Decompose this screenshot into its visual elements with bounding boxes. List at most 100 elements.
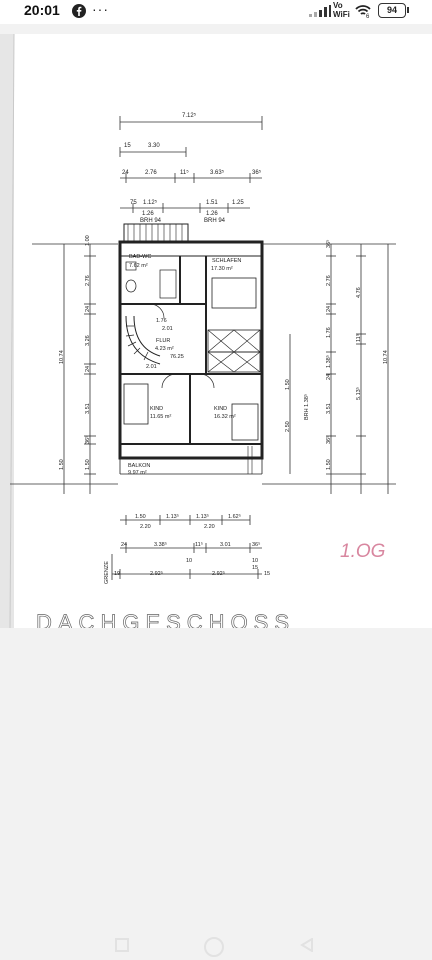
right-dim-8: 36⁵: [325, 436, 332, 444]
dim-bot-r3-e: 36⁵: [252, 541, 260, 548]
room-area-schlafen: 17.30 m²: [211, 266, 233, 272]
dim-bot-r3-c: 11⁵: [195, 541, 203, 548]
room-name-bad: BAD-WC: [129, 254, 151, 260]
vowifi-line1: Vo: [333, 1, 343, 10]
inner-dim-4: 76.25: [170, 354, 184, 360]
dim-top-r4-b: 1.26: [206, 211, 218, 217]
dim-top-r1-a: 15: [124, 143, 131, 149]
dim-bot-r3-d: 3.01: [220, 542, 231, 548]
vowifi-indicator: Vo WiFi: [333, 1, 350, 19]
left-dim-3: 24: [85, 306, 91, 312]
room-area-flur: 4.23 m²: [155, 346, 174, 352]
dim-bot-r2-a: 2.20: [140, 524, 151, 530]
left-dim-9: 1.50: [59, 459, 65, 470]
left-dim-2: 2.76: [85, 275, 91, 286]
dim-top-r3-c: 1.51: [206, 200, 218, 206]
right-dim-12: 5.13⁵: [355, 387, 362, 400]
status-bar: 20:01 ··· Vo WiFi 6 94: [0, 0, 432, 24]
dim-top-r3-d: 1.25: [232, 200, 244, 206]
bottom-dimension-lines: [111, 515, 262, 580]
dim-bot-r4-d: 15: [264, 571, 270, 577]
vowifi-line2: WiFi: [333, 10, 350, 19]
left-dim-5: 24: [85, 366, 91, 372]
dim-bot-r4-a: 10: [186, 558, 192, 564]
right-dim-2: 2.76: [326, 275, 332, 286]
brh-label-1: BRH 94: [140, 218, 162, 224]
home-icon[interactable]: [203, 936, 225, 958]
left-dim-8: 1.50: [85, 459, 91, 470]
right-dim-1: 36⁵: [325, 240, 332, 248]
right-dim-4: 1.76: [326, 327, 332, 338]
room-name-flur: FLUR: [156, 338, 170, 344]
room-name-balkon: BALKON: [128, 463, 150, 469]
brh-label-3: BRH 1.38⁵: [303, 394, 310, 420]
right-dim-9: 1.50: [326, 459, 332, 470]
room-name-kind-2: KIND: [214, 406, 227, 412]
left-dim-overall: 10.74: [59, 350, 65, 364]
dim-bot-r1-c: 1.13⁵: [196, 513, 209, 520]
dim-overall-width: 7.12⁵: [182, 112, 197, 119]
back-icon[interactable]: [300, 938, 314, 952]
dim-bot-r3-a: 24: [121, 542, 127, 548]
more-notifications-icon: ···: [92, 1, 109, 17]
wifi-sub: 6: [366, 14, 370, 18]
dim-top-r4-a: 1.26: [142, 211, 154, 217]
inner-dim-5: 1.50: [285, 379, 291, 390]
dim-bot-r1-b: 1.13⁵: [166, 513, 179, 520]
room-area-bad: 7.62 m²: [129, 263, 148, 269]
dim-bot-r1-d: 1.62⁵: [228, 513, 241, 520]
dim-top-r2-c: 11⁵: [180, 169, 189, 176]
plan-title-cutoff: DACHGESCHOSS: [36, 610, 295, 628]
right-dim-5: 1.38⁵: [325, 355, 332, 368]
floorplan-drawing: 7.12⁵ 15 3.30 24 2.76 11⁵ 3.63⁵ 36⁵ 75 1…: [0, 34, 396, 628]
navigation-bar: [0, 930, 432, 960]
floorplan-document[interactable]: 7.12⁵ 15 3.30 24 2.76 11⁵ 3.63⁵ 36⁵ 75 1…: [0, 34, 432, 628]
right-dim-6: 24: [326, 374, 332, 380]
dim-top-r3-a: 75: [130, 200, 137, 206]
right-dim-overall: 10.74: [383, 350, 389, 364]
clock: 20:01: [24, 2, 60, 18]
facebook-icon: [72, 4, 86, 18]
recent-apps-icon[interactable]: [115, 938, 129, 952]
inner-dim-1: 1.76: [156, 318, 167, 324]
right-dim-11: 11⁵: [355, 334, 362, 342]
wifi-icon: 6: [355, 5, 371, 18]
left-dim-1: 1.00: [85, 235, 91, 246]
building-walls: [118, 223, 264, 475]
dim-top-r2-e: 36⁵: [252, 169, 262, 176]
left-dim-7: 36⁵: [84, 436, 91, 444]
dim-bot-r4-c: 15: [252, 565, 258, 571]
battery-level: 94: [378, 3, 406, 18]
right-dim-10: 4.76: [356, 287, 362, 298]
right-dim-7: 3.51: [326, 403, 332, 414]
room-area-kind-1: 11.65 m²: [150, 414, 171, 420]
room-area-kind-2: 16.32 m²: [214, 414, 236, 420]
dim-bot-r2-b: 2.20: [204, 524, 215, 530]
dim-bot-r5-c: 2.92⁵: [212, 570, 225, 577]
empty-area: [0, 628, 432, 960]
dim-top-r2-d: 3.63⁵: [210, 169, 225, 176]
left-dim-4: 3.26: [85, 335, 91, 346]
signal-icon: [309, 5, 331, 17]
dim-bot-r1-a: 1.50: [135, 514, 146, 520]
inner-dim-2: 2.01: [162, 326, 173, 332]
brh-label-2: BRH 94: [204, 218, 226, 224]
dim-bot-r5-a: 19: [114, 571, 120, 577]
room-name-schlafen: SCHLAFEN: [212, 258, 241, 264]
right-dim-3: 24: [326, 306, 332, 312]
dim-top-r3-b: 1.12⁵: [143, 199, 158, 206]
inner-dim-3: 2.01: [146, 364, 157, 370]
dim-bot-r3-b: 3.38⁵: [154, 541, 167, 548]
dim-top-r2-b: 2.76: [145, 170, 157, 176]
left-dim-6: 3.51: [85, 403, 91, 414]
left-dimension-lines: [10, 243, 118, 494]
dim-top-r2-a: 24: [122, 170, 129, 176]
top-dimension-lines: [119, 116, 263, 213]
dim-bot-r5-b: 2.92⁵: [150, 570, 163, 577]
room-area-balkon: 9.97 m²: [128, 470, 147, 476]
room-name-kind-1: KIND: [150, 406, 163, 412]
right-dimension-lines: [262, 243, 396, 494]
handwritten-floor-label: 1.OG: [340, 541, 385, 562]
grenze-label: GRENZE: [104, 561, 110, 584]
inner-dim-6: 2.50: [285, 421, 291, 432]
